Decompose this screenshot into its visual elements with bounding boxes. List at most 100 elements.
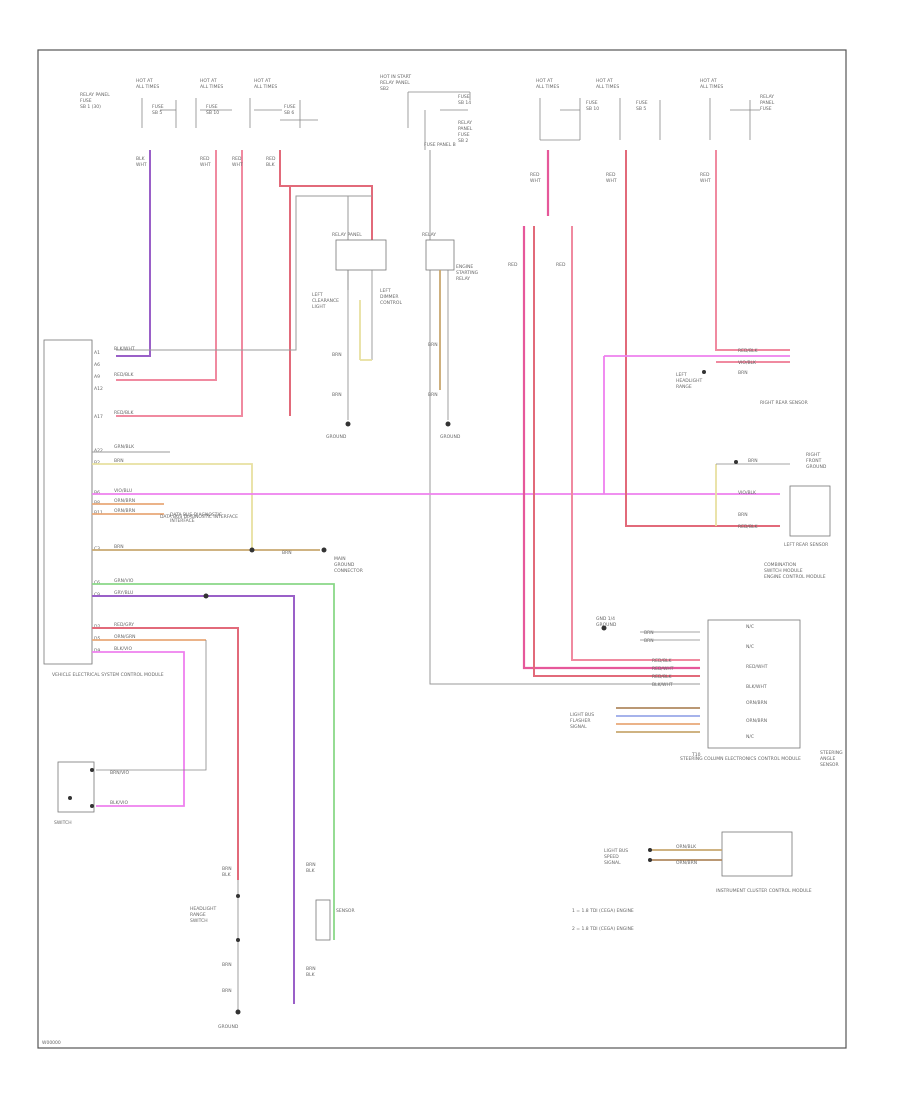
svg-text:SB 6: SB 6	[284, 110, 294, 116]
svg-text:ORN/BRN: ORN/BRN	[746, 718, 767, 724]
svg-text:RED: RED	[508, 262, 518, 268]
svg-text:HEADLIGHT: HEADLIGHT	[676, 378, 702, 384]
svg-text:ALL TIMES: ALL TIMES	[536, 84, 559, 90]
ground-center-left	[203, 547, 327, 599]
svg-text:A12: A12	[94, 386, 103, 392]
watermark: W00000	[42, 1040, 61, 1046]
wire-bundle-left	[116, 150, 700, 685]
svg-text:A6: A6	[94, 362, 100, 368]
svg-text:RED/GRY: RED/GRY	[114, 622, 134, 628]
svg-text:PANEL: PANEL	[458, 126, 473, 132]
svg-text:BRN: BRN	[738, 370, 748, 376]
svg-text:BRN: BRN	[114, 458, 124, 464]
svg-text:LIGHT BUS: LIGHT BUS	[604, 848, 628, 854]
svg-text:ORN/BRN: ORN/BRN	[114, 498, 135, 504]
svg-text:VIO/BLU: VIO/BLU	[114, 488, 132, 494]
svg-text:FUSE: FUSE	[284, 104, 296, 110]
legend: 1 = 1.8 TDI (CEGA) ENGINE 2 = 1.8 TDI (C…	[572, 908, 634, 932]
svg-text:SB 5: SB 5	[636, 106, 646, 112]
svg-text:BRN: BRN	[428, 342, 438, 348]
svg-text:BLK/WHT: BLK/WHT	[652, 682, 673, 688]
svg-text:SB2: SB2	[380, 86, 389, 92]
svg-text:C3: C3	[94, 546, 100, 552]
svg-text:BRN: BRN	[306, 966, 316, 972]
svg-text:BLK/WHT: BLK/WHT	[746, 684, 767, 690]
steering-module: N/C N/C RED/WHT BLK/WHT ORN/BRN ORN/BRN …	[644, 619, 843, 768]
svg-text:RELAY: RELAY	[456, 276, 470, 282]
svg-text:BRN: BRN	[306, 862, 316, 868]
svg-text:BRN: BRN	[114, 544, 124, 550]
svg-text:SB 5: SB 5	[152, 110, 162, 116]
svg-text:RED/BLK: RED/BLK	[114, 372, 135, 378]
svg-text:LIGHT BUS: LIGHT BUS	[570, 712, 594, 718]
svg-text:GND 1/4: GND 1/4	[596, 616, 615, 622]
svg-text:VIO/BLK: VIO/BLK	[738, 490, 757, 496]
steering-inputs: GND 1/4 GROUND LIGHT BUS FLASHER SIGNAL	[570, 616, 700, 733]
svg-text:WHT: WHT	[606, 178, 617, 184]
svg-text:BRN: BRN	[644, 630, 654, 636]
right-rear-sensor: RED/BLK VIO/BLK BRN LEFT HEADLIGHT RANGE…	[676, 348, 808, 406]
svg-text:FUSE: FUSE	[206, 104, 218, 110]
svg-text:ORN/BLK: ORN/BLK	[676, 844, 697, 850]
svg-text:D9: D9	[94, 648, 100, 654]
switch-bottom-left: BRN/VIO BLK/VIO SWITCH	[54, 761, 130, 826]
svg-text:HOT AT: HOT AT	[200, 78, 217, 84]
svg-text:HOT AT: HOT AT	[700, 78, 717, 84]
svg-text:CONNECTOR: CONNECTOR	[334, 568, 363, 574]
svg-text:BLK/VIO: BLK/VIO	[114, 646, 132, 652]
svg-text:RED/WHT: RED/WHT	[746, 664, 768, 670]
svg-text:RED/BLK: RED/BLK	[114, 410, 135, 416]
svg-text:HOT AT: HOT AT	[254, 78, 271, 84]
svg-text:N/C: N/C	[746, 644, 754, 650]
svg-text:RED/BLK: RED/BLK	[738, 348, 759, 354]
svg-text:BRN: BRN	[222, 962, 232, 968]
ground-mid-center: GROUND	[440, 421, 461, 440]
svg-text:BLK: BLK	[306, 868, 316, 874]
svg-text:BRN: BRN	[748, 458, 758, 464]
svg-text:A17: A17	[94, 414, 103, 420]
svg-text:BLK: BLK	[306, 972, 316, 978]
instrument-cluster-label: INSTRUMENT CLUSTER CONTROL MODULE	[716, 888, 812, 894]
svg-text:FUSE: FUSE	[458, 94, 470, 100]
mid-labels: RELAY PANEL RELAY LEFT CLEARANCE LIGHT L…	[312, 232, 479, 398]
svg-text:BRN/VIO: BRN/VIO	[110, 770, 130, 776]
ground-mid-left-label: GROUND	[326, 434, 347, 440]
svg-text:A1: A1	[94, 350, 100, 356]
svg-text:FUSE: FUSE	[458, 132, 470, 138]
svg-text:BLK/WHT: BLK/WHT	[114, 346, 135, 352]
svg-text:RED: RED	[700, 172, 710, 178]
svg-text:SB 2: SB 2	[458, 138, 468, 144]
svg-text:B11: B11	[94, 510, 103, 516]
svg-text:B2: B2	[94, 460, 100, 466]
main-wire-labels: BLK/WHT RED/BLK RED/BLK GRN/BLK BRN VIO/…	[114, 346, 363, 652]
svg-text:SB 10: SB 10	[586, 106, 599, 112]
svg-text:RED: RED	[556, 262, 566, 268]
svg-text:WHT: WHT	[136, 162, 147, 168]
svg-text:CONTROL: CONTROL	[380, 300, 402, 306]
svg-text:WHT: WHT	[232, 162, 243, 168]
svg-text:GROUND: GROUND	[596, 622, 617, 628]
bottom-center: BRN BLK HEADLIGHT RANGE SWITCH BRN BRN G…	[190, 862, 355, 1030]
svg-text:SENSOR: SENSOR	[820, 762, 839, 768]
svg-text:RANGE: RANGE	[190, 912, 206, 918]
svg-text:ALL TIMES: ALL TIMES	[596, 84, 619, 90]
svg-text:A22: A22	[94, 448, 103, 454]
svg-text:RIGHT: RIGHT	[806, 452, 820, 458]
engine-control-labels: COMBINATION SWITCH MODULE ENGINE CONTROL…	[764, 562, 826, 580]
svg-text:BLK: BLK	[136, 156, 146, 162]
left-rear-sensor: BRN RIGHT FRONT GROUND VIO/BLK BRN RED/B…	[715, 452, 831, 548]
svg-text:BRN: BRN	[428, 392, 438, 398]
svg-text:MAIN: MAIN	[334, 556, 346, 562]
svg-text:BLK/VIO: BLK/VIO	[110, 800, 128, 806]
svg-text:SWITCH MODULE: SWITCH MODULE	[764, 568, 803, 574]
svg-text:FUSE: FUSE	[760, 106, 772, 112]
switch-bottom-left-label: SWITCH	[54, 820, 72, 826]
svg-text:FUSE: FUSE	[152, 104, 164, 110]
svg-text:INTERFACE: INTERFACE	[170, 518, 195, 524]
main-module-label: VEHICLE ELECTRICAL SYSTEM CONTROL MODULE	[52, 672, 164, 678]
svg-text:DIMMER: DIMMER	[380, 294, 399, 300]
svg-text:GROUND: GROUND	[806, 464, 827, 470]
svg-text:ORN/BRN: ORN/BRN	[746, 700, 767, 706]
svg-text:FUSE: FUSE	[586, 100, 598, 106]
